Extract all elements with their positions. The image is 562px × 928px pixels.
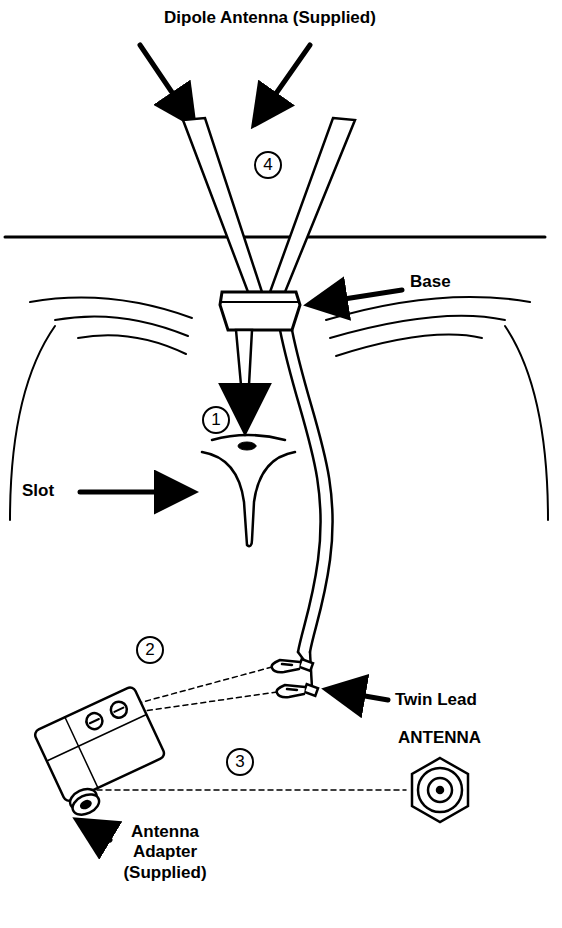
part-label: Base — [410, 272, 451, 292]
plug-tip — [230, 385, 260, 408]
insert-arrow — [242, 410, 248, 426]
antenna-jack — [412, 758, 468, 822]
antenna-base — [220, 292, 300, 330]
antenna-adapter — [33, 686, 174, 820]
spade-lug — [272, 659, 318, 697]
callout-number: 1 — [202, 406, 230, 434]
part-label: Twin Lead — [395, 690, 477, 710]
pointer-arrow — [312, 290, 402, 304]
antenna-base — [221, 301, 299, 303]
part-label: Slot — [22, 481, 54, 501]
pointer-arrow — [80, 490, 190, 495]
callout-number: 3 — [226, 748, 254, 776]
dipole-rod — [270, 118, 355, 292]
callout-number: 4 — [254, 151, 282, 179]
pointer-arrow — [140, 45, 192, 122]
pointer-arrow — [256, 45, 310, 122]
plug-stem — [236, 330, 252, 385]
part-label: ANTENNA — [398, 728, 481, 748]
slot-shape — [202, 435, 295, 546]
slot-hole — [238, 442, 256, 450]
pointer-arrow — [80, 822, 110, 840]
callout-number: 2 — [136, 636, 164, 664]
title-label: Dipole Antenna (Supplied) — [164, 8, 376, 28]
twin-lead-cable — [280, 330, 333, 688]
pointer-arrow — [330, 690, 388, 700]
dipole-rod — [183, 118, 262, 292]
part-label: Antenna Adapter (Supplied) — [115, 822, 215, 883]
tv-top-line — [5, 236, 545, 239]
